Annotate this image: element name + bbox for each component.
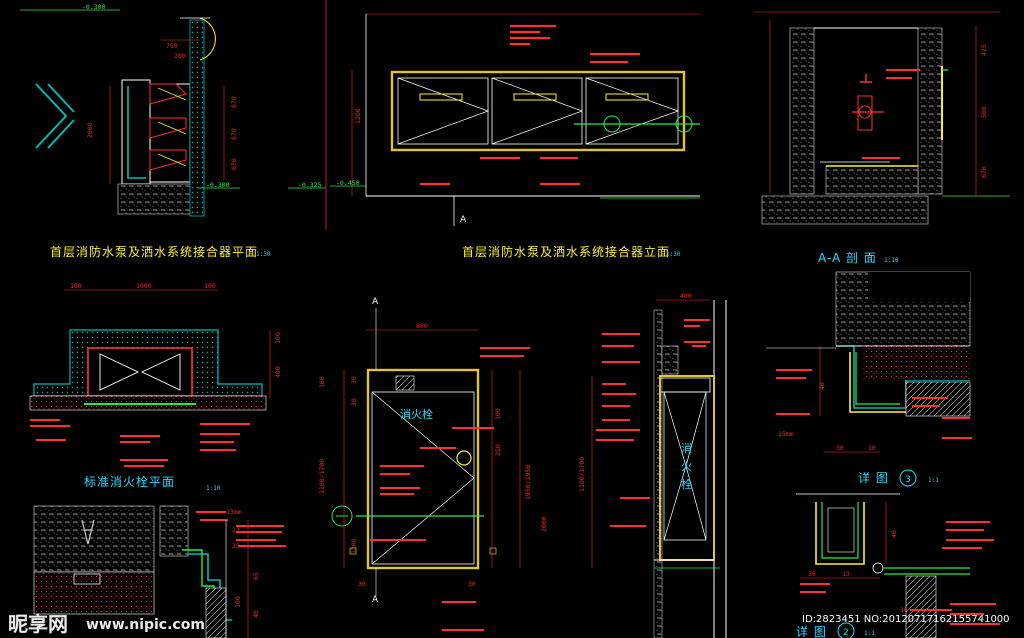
- elevation-section-mark: A: [460, 215, 467, 225]
- he-dim-30-d: 30: [468, 580, 476, 588]
- d1-dim-65: 65: [252, 572, 260, 580]
- plan-panel: -0.300 2000 750 200 670 670 670 -0.300 -…: [20, 0, 327, 259]
- aa-scale: 1:10: [884, 257, 899, 264]
- he-dim-30-c: 30: [358, 580, 366, 588]
- plan-title: 首层消防水泵及洒水系统接合器平面: [50, 244, 258, 259]
- he-dim-160: 160: [318, 376, 326, 388]
- hydrant-plan-scale: 1:10: [206, 485, 221, 492]
- detail-2-drawing: 40 30 13 10: [796, 493, 1000, 638]
- he-cabinet-label: 消火栓: [400, 407, 433, 421]
- hydrant-elevation-drawing: A 800 160 30 30 1100/1700 1200 100 250 1…: [318, 297, 548, 631]
- hydrant-plan-drawing: 100 1000 100 100 400: [29, 282, 282, 467]
- plan-level-2: -0.300: [206, 181, 230, 189]
- hs-label-2: 火: [681, 460, 692, 473]
- d1-dim-23: 23: [232, 526, 240, 534]
- d3-dim-15mm: 15mm: [778, 430, 794, 438]
- elevation-level: -0.450: [336, 179, 360, 187]
- plan-scale: 1:30: [256, 251, 271, 258]
- aa-dim-670: 670: [980, 166, 988, 178]
- d1-dim-40: 40: [252, 610, 260, 618]
- elevation-title: 首层消防水泵及洒水系统接合器立面: [462, 244, 670, 259]
- detail-3-number: 3: [905, 475, 911, 485]
- detail-2-number: 2: [843, 628, 849, 638]
- hs-label-1: 消: [681, 441, 692, 455]
- d3-dim-30: 30: [836, 444, 844, 452]
- he-dim-100: 100: [494, 408, 502, 420]
- he-dim-1100-1700: 1100/1700: [318, 459, 326, 494]
- detail-2-panel: 40 30 13 10 详 图 2 1:1: [796, 493, 1000, 638]
- d1-dim-100: 100: [234, 596, 242, 608]
- elevation-scale: 1:30: [666, 251, 681, 258]
- plan-dim-2000: 2000: [86, 122, 94, 138]
- detail-3-circle: [899, 469, 917, 487]
- hydrant-plan-panel: 100 1000 100 100 400 标准消火栓平面 1:10: [29, 282, 282, 492]
- detail-2-scale: 1:1: [864, 630, 875, 637]
- he-section-mark-bottom: A: [372, 595, 379, 605]
- plan-level-1: -0.300: [82, 3, 106, 11]
- d2-dim-10: 10: [900, 606, 908, 614]
- detail-3-drawing: 40 30 10 15mm: [766, 271, 972, 453]
- aa-title: A-A 剖 面: [818, 251, 877, 265]
- he-dim-30-b: 30: [350, 398, 358, 406]
- hp-dim-400: 400: [274, 366, 282, 378]
- plan-dim-670-b: 670: [230, 128, 238, 140]
- hs-label-3: 栓: [681, 477, 692, 491]
- watermark-brand: 昵享网: [8, 612, 68, 636]
- d3-dim-40: 40: [818, 382, 826, 390]
- aa-dim-500: 500: [980, 106, 988, 118]
- hydrant-plan-title: 标准消火栓平面: [84, 474, 175, 489]
- he-dim-2000: 2000: [540, 516, 548, 532]
- d2-dim-30: 30: [808, 570, 816, 578]
- detail-3-panel: 40 30 10 15mm 详 图 3 1:1: [766, 271, 972, 487]
- watermark-url: www.nipic.com: [86, 617, 205, 633]
- detail-1-drawing: 13mm 23 25 65 100 40: [33, 505, 286, 638]
- d2-dim-13: 13: [842, 570, 850, 578]
- watermark: 昵享网 www.nipic.com ID:2823451 NO:20120717…: [8, 612, 1010, 636]
- hs-dim-400: 400: [680, 292, 692, 300]
- aa-section-panel: 425 500 670 A-A 剖 面 1:10: [754, 11, 1010, 265]
- detail-1-panel: 13mm 23 25 65 100 40: [33, 505, 286, 638]
- he-dim-1950: 1950/1950: [524, 465, 532, 500]
- hydrant-elevation-panel: A 800 160 30 30 1100/1700 1200 100 250 1…: [318, 297, 548, 631]
- aa-section-drawing: 425 500 670: [754, 11, 1010, 225]
- d1-dim-25: 25: [232, 542, 240, 550]
- elevation-panel: 1200 -0.450 A 首层消防水泵及洒水系统接合器立面 1:30: [330, 13, 700, 259]
- hp-dim-100-c: 100: [274, 332, 282, 344]
- he-dim-1200: 1200: [350, 538, 358, 554]
- hydrant-section-drawing: 400 1100/1700: [578, 292, 727, 638]
- hp-dim-100-b: 100: [204, 282, 216, 290]
- he-dim-250: 250: [494, 444, 502, 456]
- detail-3-scale: 1:1: [928, 477, 939, 484]
- elevation-drawing: 1200 -0.450 A: [330, 13, 700, 226]
- plan-drawing: -0.300 2000 750 200 670 670 670 -0.300 -…: [20, 0, 327, 230]
- hp-dim-1000: 1000: [136, 282, 152, 290]
- he-dim-30-a: 30: [350, 376, 358, 384]
- detail-2-circle: [837, 622, 855, 638]
- detail-2-title: 详 图: [796, 624, 827, 638]
- d2-dim-40: 40: [890, 530, 898, 538]
- d1-dim-13mm: 13mm: [226, 508, 242, 516]
- plan-dim-670-a: 670: [230, 96, 238, 108]
- hydrant-section-panel: 400 1100/1700 消 火 栓: [578, 292, 727, 638]
- plan-level-3: -0.325: [298, 181, 322, 189]
- hs-dim-1100-1700: 1100/1700: [578, 457, 586, 492]
- d3-dim-10: 10: [868, 444, 876, 452]
- watermark-id: ID:2823451 NO:20120717162155741000: [802, 614, 1010, 625]
- elevation-dim-1200: 1200: [354, 108, 362, 124]
- aa-dim-425: 425: [980, 44, 988, 56]
- he-section-mark-top: A: [372, 297, 379, 307]
- plan-dim-750: 750: [166, 42, 178, 50]
- detail-3-title: 详 图: [858, 470, 889, 485]
- he-dim-800: 800: [416, 322, 428, 330]
- plan-dim-670-c: 670: [230, 158, 238, 170]
- plan-dim-200: 200: [174, 52, 186, 60]
- hp-dim-100-a: 100: [70, 282, 82, 290]
